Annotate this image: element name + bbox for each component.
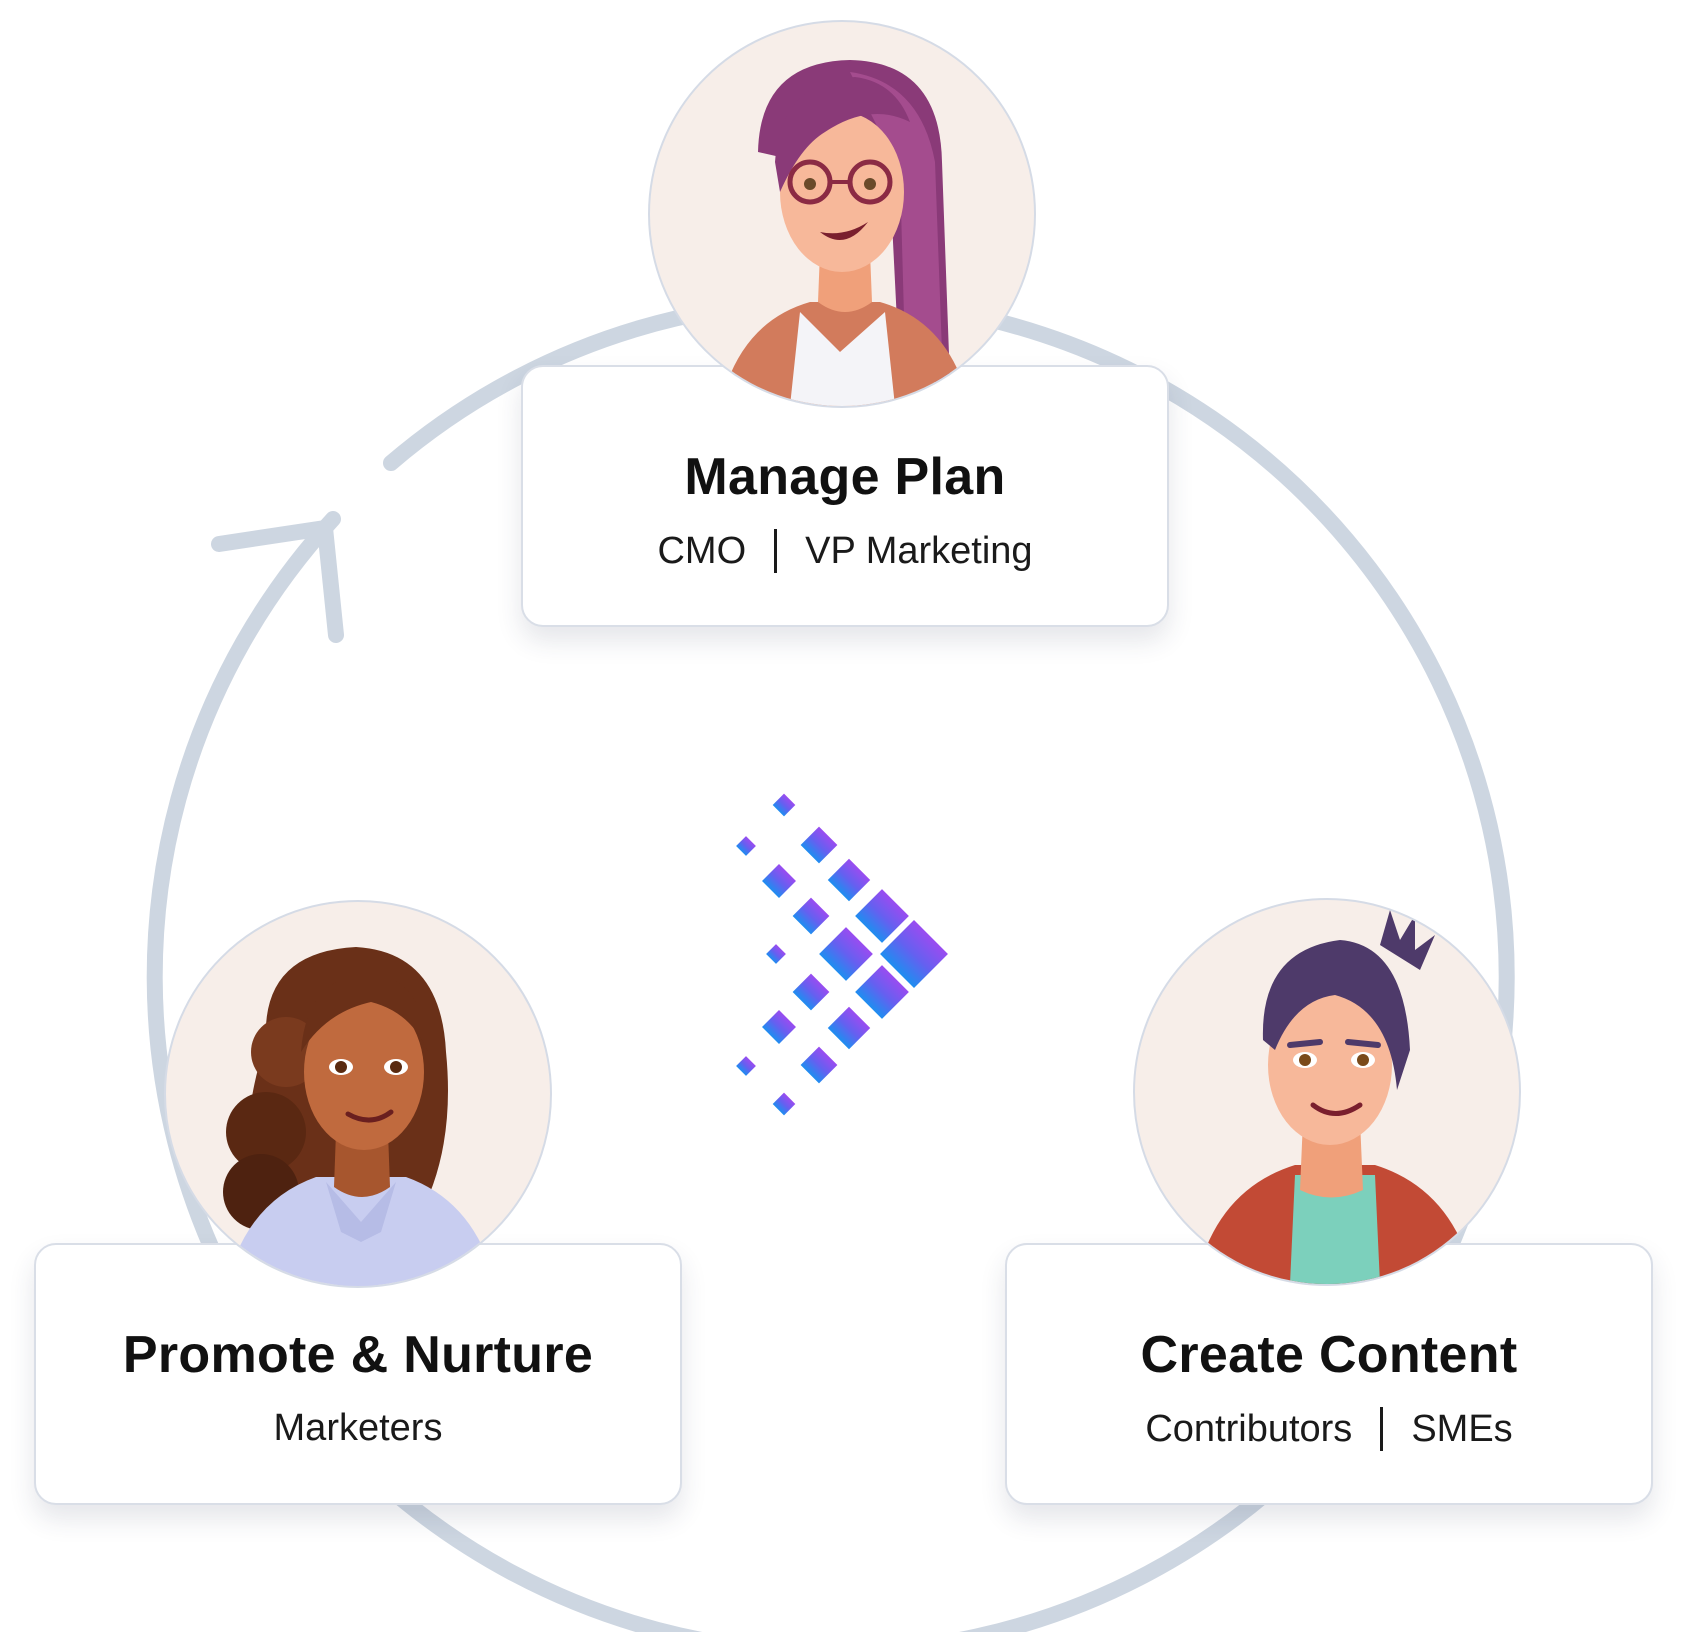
role-title: Promote & Nurture — [122, 1326, 594, 1384]
separator — [774, 529, 778, 573]
role-subtitles: Marketers — [36, 1407, 680, 1450]
separator — [1380, 1407, 1384, 1451]
role-subtitles: CMO VP Marketing — [523, 529, 1167, 573]
diamond-network-logo-icon — [736, 793, 948, 1116]
woman-glasses-avatar-icon — [648, 20, 1036, 408]
role-title: Create Content — [1140, 1326, 1518, 1384]
role-subtitle: Contributors — [1145, 1407, 1353, 1450]
cycle-arrow-icon — [211, 520, 344, 643]
role-subtitles: Contributors SMEs — [1007, 1407, 1651, 1451]
role-subtitle: VP Marketing — [805, 529, 1033, 572]
role-subtitle: CMO — [657, 529, 747, 572]
man-topknot-avatar-icon — [1133, 898, 1521, 1286]
role-subtitle: Marketers — [273, 1407, 443, 1449]
role-card-manage-plan: Manage Plan CMO VP Marketing — [521, 365, 1169, 627]
role-title: Manage Plan — [684, 448, 1006, 506]
role-subtitle: SMEs — [1411, 1407, 1513, 1450]
woman-curly-hair-avatar-icon — [164, 900, 552, 1288]
role-card-create-content: Create Content Contributors SMEs — [1005, 1243, 1653, 1505]
